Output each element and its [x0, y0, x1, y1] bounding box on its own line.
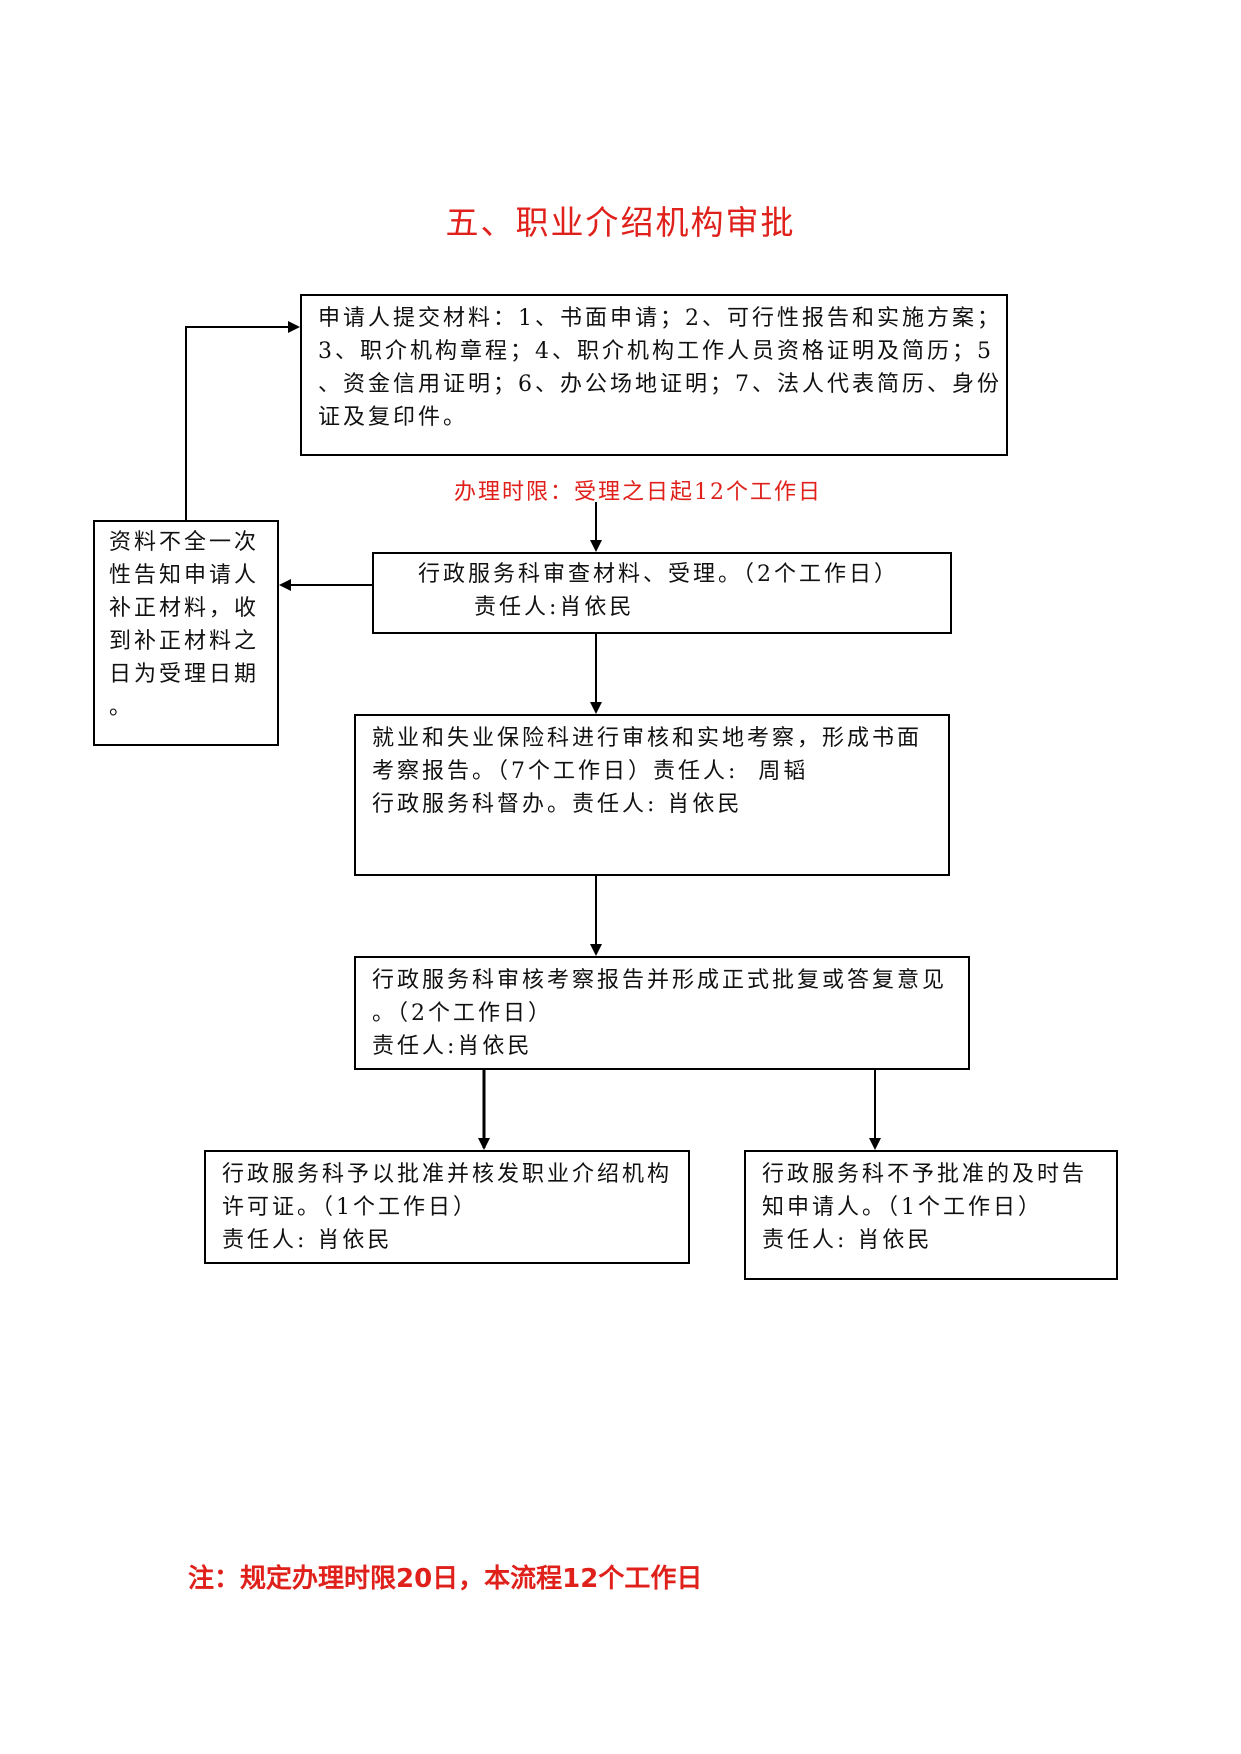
- box-line: 行政服务科不予批准的及时告: [762, 1162, 1088, 1187]
- arrow-back-to-submit: [185, 321, 300, 520]
- inspection-box: 就业和失业保险科进行审核和实地考察，形成书面 考察报告。（7个工作日）责任人: …: [354, 714, 950, 876]
- page-title: 五、职业介绍机构审批: [445, 203, 796, 242]
- review-accept-box: 行政服务科审查材料、受理。（2个工作日） 责任人:肖依民: [372, 552, 952, 634]
- box-line: 到补正材料之: [109, 629, 260, 654]
- report-approval-box: 行政服务科审核考察报告并形成正式批复或答复意见 。（2个工作日） 责任人:肖依民: [354, 956, 970, 1070]
- box-line: 行政服务科审查材料、受理。（2个工作日）: [418, 562, 899, 587]
- grant-license-box: 行政服务科予以批准并核发职业介绍机构 许可证。（1个工作日） 责任人: 肖依民: [204, 1150, 690, 1264]
- box-line: 证及复印件。: [318, 405, 469, 430]
- box-line: 。: [109, 695, 135, 720]
- box-line: 性告知申请人: [109, 563, 260, 588]
- box-line: 、资金信用证明；6、办公场地证明；7、法人代表简历、身份: [318, 372, 1002, 397]
- box-line: 就业和失业保险科进行审核和实地考察，形成书面: [372, 726, 923, 751]
- box-line: 责任人: 肖依民: [222, 1228, 393, 1253]
- incomplete-materials-box: 资料不全一次 性告知申请人 补正材料，收 到补正材料之 日为受理日期 。: [93, 520, 279, 746]
- box-line: 。（2个工作日）: [372, 1001, 553, 1026]
- box-line: 行政服务科督办。责任人: 肖依民: [372, 792, 743, 817]
- box-line: 补正材料，收: [109, 596, 260, 621]
- footnote: 注：规定办理时限20日，本流程12个工作日: [188, 1564, 703, 1594]
- box-line: 行政服务科审核考察报告并形成正式批复或答复意见: [372, 968, 948, 993]
- box-line: 行政服务科予以批准并核发职业介绍机构: [222, 1162, 673, 1187]
- submit-materials-box: 申请人提交材料：1、书面申请；2、可行性报告和实施方案； 3、职介机构章程；4、…: [300, 294, 1008, 456]
- box-line: 申请人提交材料：1、书面申请；2、可行性报告和实施方案；: [318, 306, 1002, 331]
- time-limit-label: 办理时限：受理之日起12个工作日: [454, 480, 822, 505]
- box-line: 考察报告。（7个工作日）责任人: 周韬: [372, 759, 809, 784]
- box-line: 责任人: 肖依民: [762, 1228, 933, 1253]
- box-line: 知申请人。（1个工作日）: [762, 1195, 1043, 1220]
- box-line: 日为受理日期: [109, 662, 260, 687]
- box-line: 许可证。（1个工作日）: [222, 1195, 478, 1220]
- reject-notify-box: 行政服务科不予批准的及时告 知申请人。（1个工作日） 责任人: 肖依民: [744, 1150, 1118, 1280]
- box-line: 3、职介机构章程；4、职介机构工作人员资格证明及简历；5: [318, 339, 994, 364]
- box-line: 责任人:肖依民: [474, 595, 635, 620]
- box-line: 资料不全一次: [109, 530, 260, 555]
- box-line: 责任人:肖依民: [372, 1034, 533, 1059]
